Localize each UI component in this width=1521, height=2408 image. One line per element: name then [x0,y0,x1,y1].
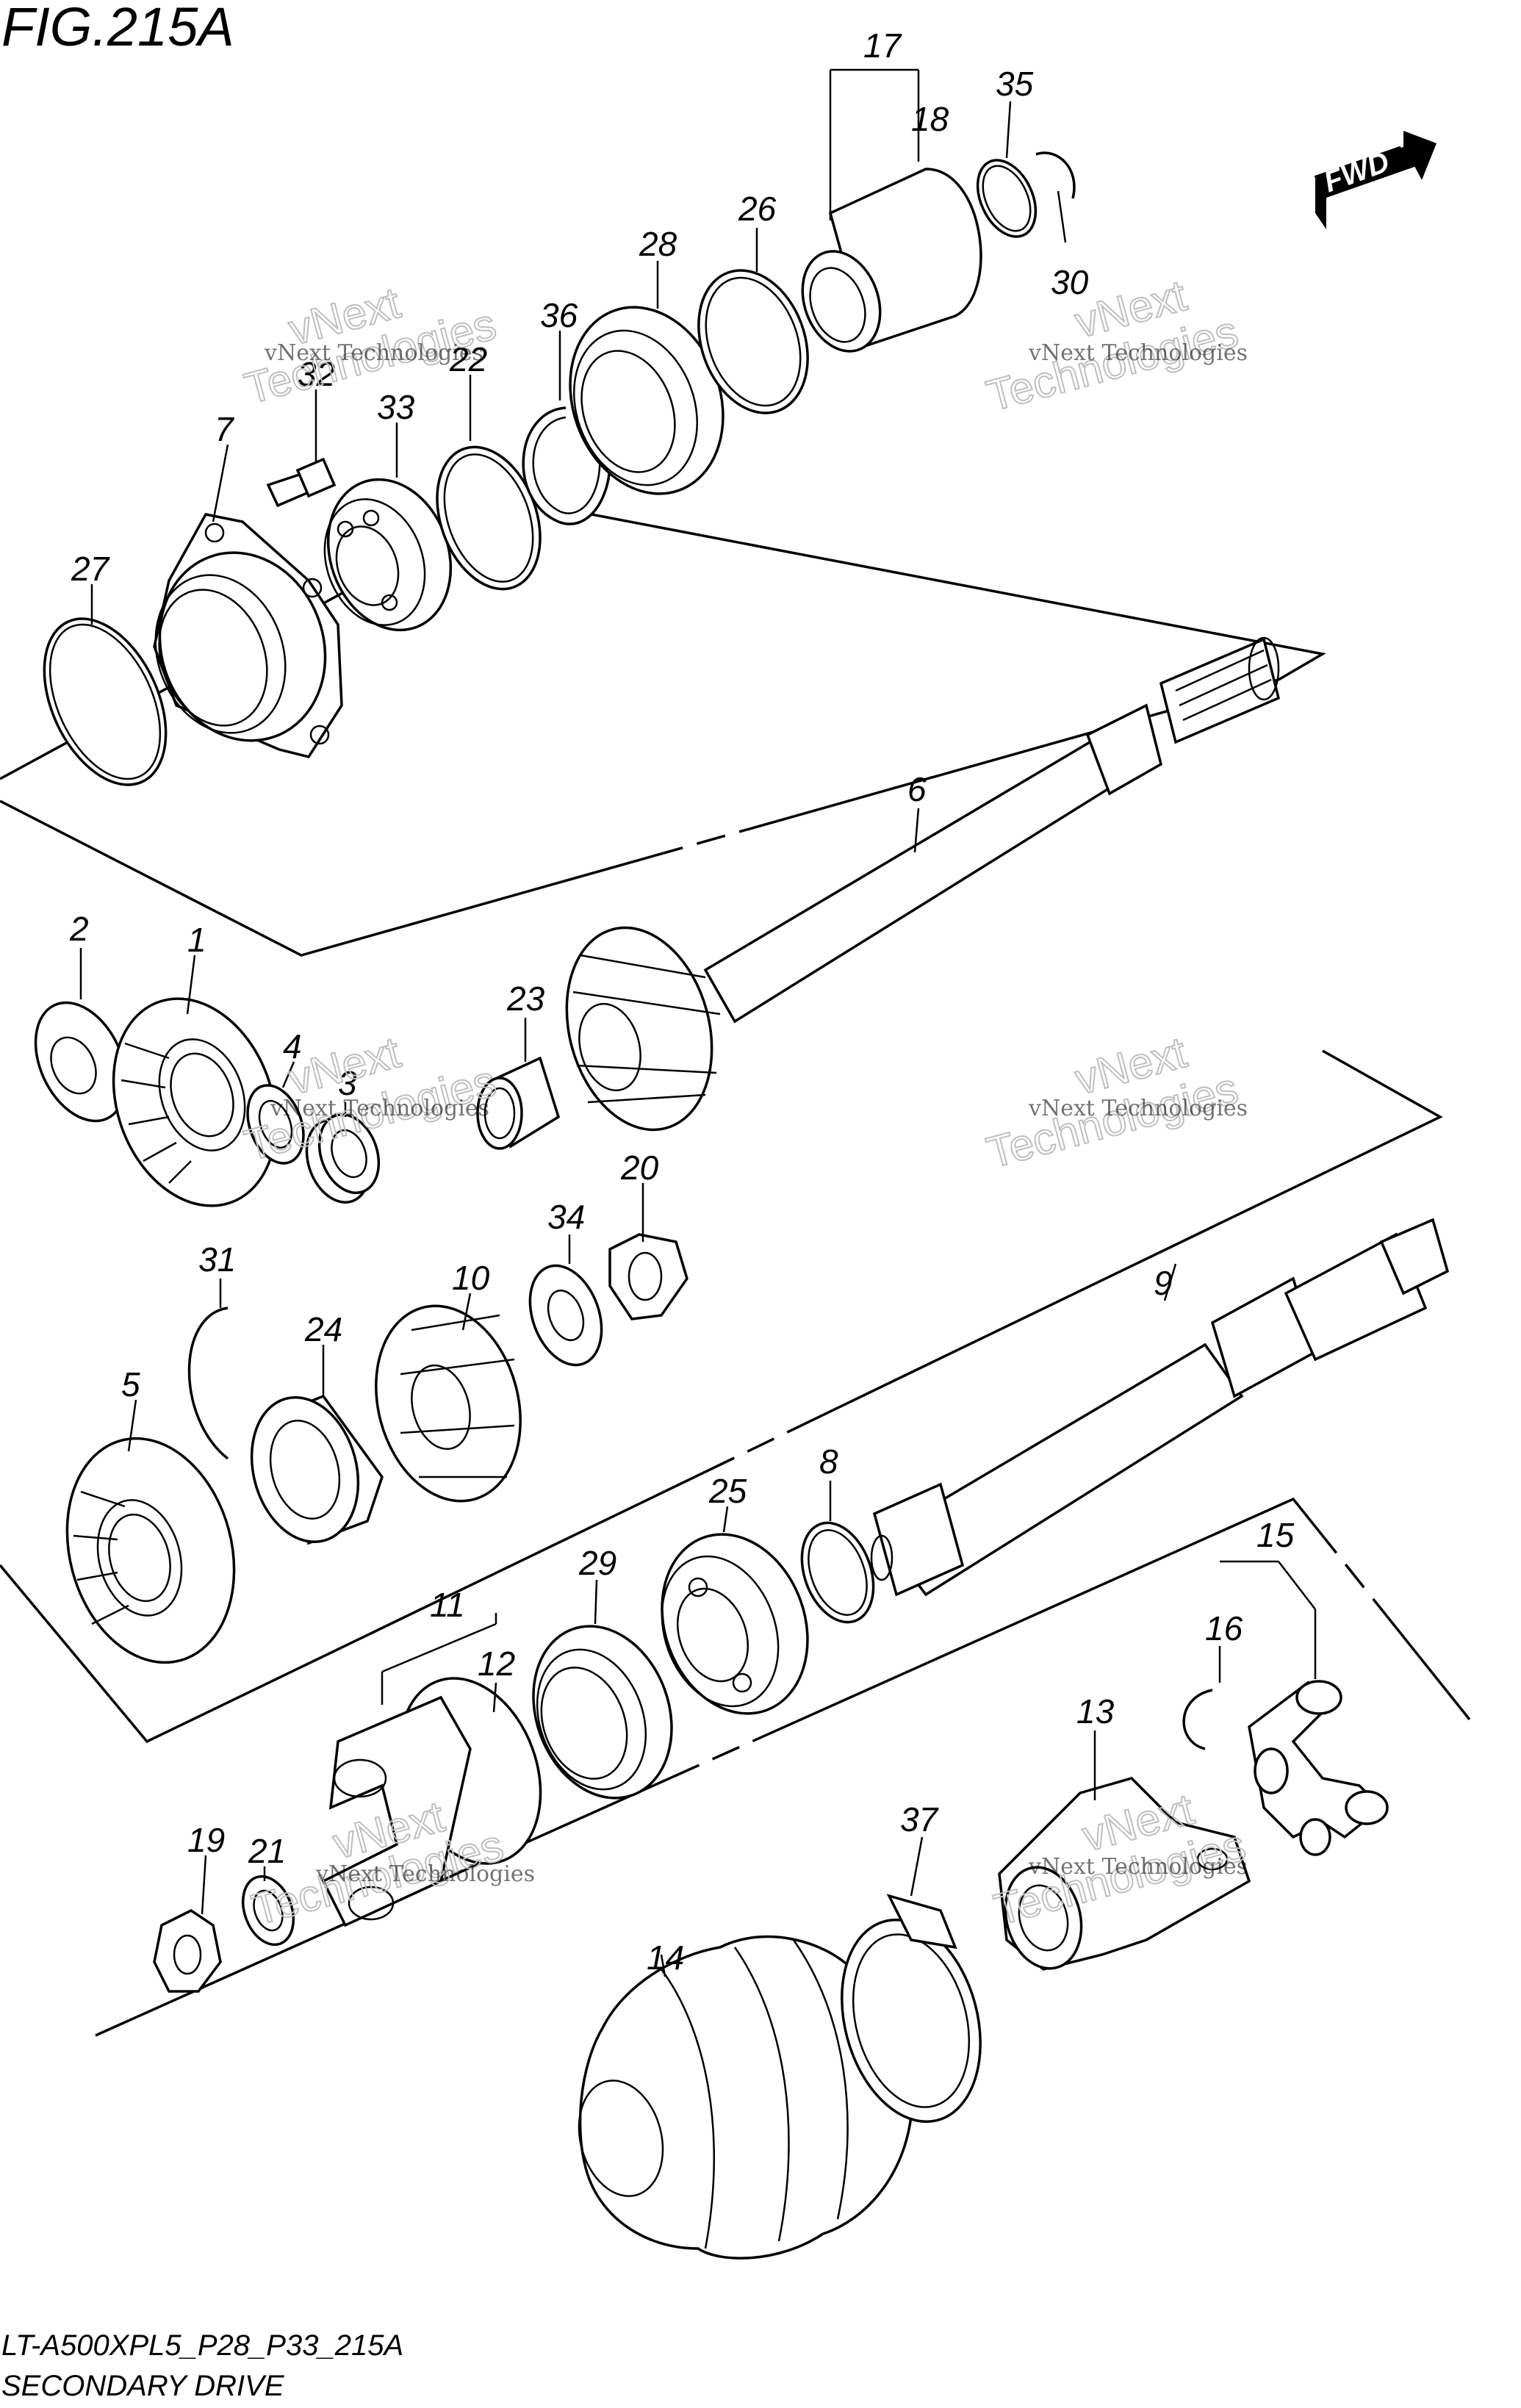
needle-bearing-23 [476,1056,561,1150]
callout-37: 37 [900,1800,939,1839]
circlip-16 [1182,1689,1213,1750]
callout-9: 9 [1154,1264,1173,1302]
callout-3: 3 [338,1064,357,1102]
callout-34: 34 [547,1198,585,1236]
ring-8 [800,1521,875,1624]
leader-lines [79,68,1317,1977]
callout-14: 14 [647,1938,684,1977]
callout-16: 16 [1205,1609,1243,1647]
clamp-37 [841,1894,982,2123]
circlip-30 [1035,151,1076,199]
oil-seal-29 [532,1625,673,1800]
spider-15 [1248,1680,1389,1856]
callout-labels: 17 18 35 30 26 28 36 22 33 32 7 27 6 23 … [69,26,1295,1977]
callout-1: 1 [187,921,206,959]
watermark-top-left: vNext Technologies vNext Technologies [239,277,502,414]
pinion-gear-6 [565,926,721,1132]
washer-21 [241,1875,295,1947]
fwd-arrow-icon: FWD [1314,131,1436,229]
callout-21: 21 [248,1832,286,1870]
callout-22: 22 [449,340,487,378]
washer-4 [246,1084,305,1165]
callout-25: 25 [708,1472,747,1510]
shim-26 [697,269,809,414]
svg-text:vNext Technologies: vNext Technologies [1028,1096,1248,1121]
callout-12: 12 [478,1645,515,1683]
boot-14 [578,1935,914,2260]
callout-8: 8 [819,1442,838,1481]
ball-bearing-25 [661,1533,809,1715]
shim-2 [34,1001,128,1123]
callout-17: 17 [863,26,902,65]
washer-34 [528,1264,603,1367]
callout-5: 5 [121,1365,140,1404]
callout-33: 33 [377,388,415,426]
svg-text:vNext Technologies: vNext Technologies [1028,1854,1248,1880]
yoke-12 [321,1677,542,1927]
callout-31: 31 [198,1240,236,1279]
bevel-gear-5 [65,1437,236,1664]
ring-35 [976,159,1038,238]
bevel-gear-1 [112,997,278,1207]
roller-bearing-24 [250,1394,384,1545]
watermark-top-right: vNext Technologies vNext Technologies [981,270,1248,421]
circlip-31 [187,1307,229,1460]
bearing-33 [323,478,453,632]
nut-20 [608,1233,688,1320]
shaft-9 [870,1218,1450,1597]
callout-4: 4 [283,1027,302,1065]
svg-text:vNext Technologies: vNext Technologies [270,1096,489,1121]
callout-2: 2 [69,910,89,948]
svg-text:vNext Technologies: vNext Technologies [315,1861,535,1887]
yoke-13 [998,1777,1251,1971]
fwd-label: FWD [1320,145,1394,198]
callout-13: 13 [1076,1692,1115,1730]
model-code: LT-A500XPL5_P28_P33_215A [1,2329,403,2362]
callout-6: 6 [907,770,927,808]
callout-20: 20 [620,1149,659,1187]
gear-10 [375,1304,522,1503]
middle-group-frame [0,1049,1443,1744]
figure-title: FIG.215A [1,0,234,57]
o-ring-27 [43,617,168,786]
nut-3 [305,1113,381,1204]
callout-35: 35 [996,65,1034,103]
callout-19: 19 [187,1821,225,1859]
callout-23: 23 [506,980,545,1018]
callout-29: 29 [578,1544,616,1582]
figure-caption: SECONDARY DRIVE [1,2370,285,2402]
callout-32: 32 [298,355,335,393]
callout-28: 28 [639,225,677,263]
shaft-6 [703,636,1281,1024]
callout-26: 26 [738,190,777,228]
bearing-housing-7 [153,513,343,759]
callout-36: 36 [540,296,578,334]
svg-text:vNext Technologies: vNext Technologies [264,340,483,366]
nut-19 [153,1908,222,1993]
callout-11: 11 [430,1586,465,1624]
callout-7: 7 [215,410,234,448]
callout-24: 24 [304,1310,342,1348]
callout-10: 10 [452,1259,490,1297]
callout-27: 27 [71,550,110,588]
callout-18: 18 [911,100,949,138]
callout-15: 15 [1256,1516,1295,1554]
sleeve-18 [801,168,982,353]
bolt-32 [266,457,337,508]
svg-text:vNext Technologies: vNext Technologies [1028,340,1248,366]
watermark-mid-right: vNext Technologies vNext Technologies [981,1027,1248,1178]
callout-30: 30 [1051,263,1089,301]
